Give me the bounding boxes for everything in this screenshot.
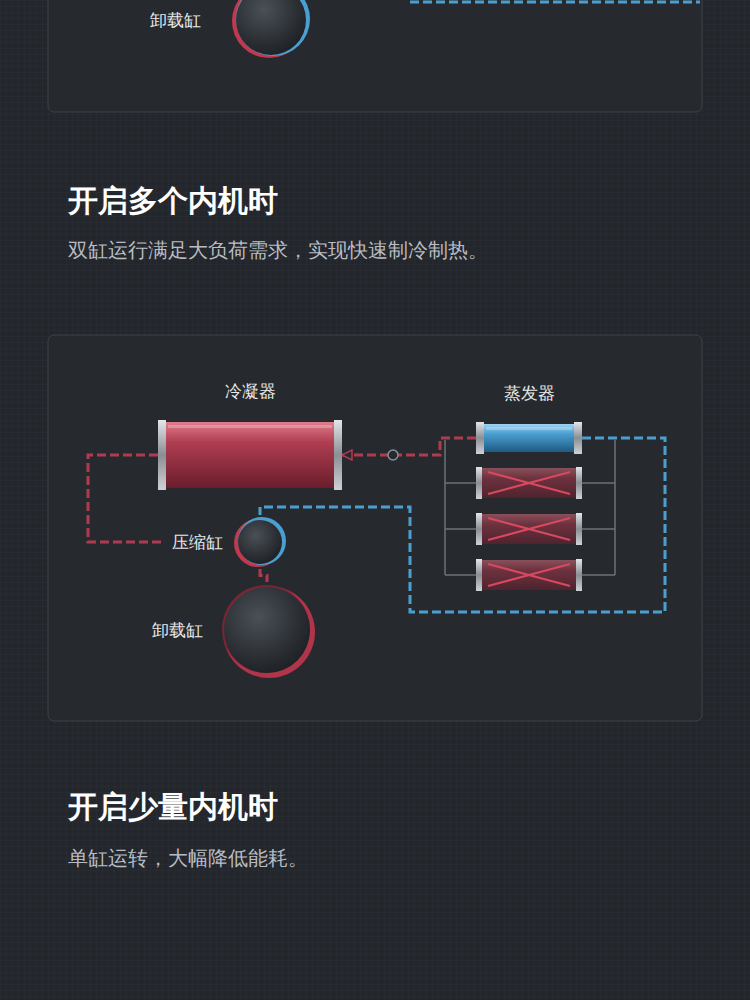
refrigerant-pipe bbox=[342, 438, 476, 455]
cylinder-circle bbox=[233, 515, 287, 569]
manifold bbox=[445, 440, 615, 575]
cylinder-shape bbox=[158, 420, 342, 490]
evaporator: 蒸发器 bbox=[476, 382, 582, 454]
cylinder-circle bbox=[231, 0, 311, 60]
section-note: 双缸运行满足大负荷需求，实现快速制冷制热。 bbox=[68, 237, 488, 263]
part-name: 卸载缸 bbox=[150, 9, 201, 31]
section-heading: 开启多个内机时 bbox=[68, 183, 278, 219]
unloader-cylinder: 卸载缸 bbox=[152, 582, 315, 678]
cylinder-shape bbox=[476, 422, 582, 454]
section-heading: 开启少量内机时 bbox=[68, 789, 278, 825]
pipe bbox=[410, 1, 700, 4]
part-name: 压缩缸 bbox=[172, 531, 223, 553]
condenser: 冷凝器 bbox=[158, 380, 342, 490]
inactive-coils bbox=[476, 467, 582, 591]
compression-cylinder: 压缩缸 bbox=[164, 515, 287, 569]
panel bbox=[48, 0, 702, 112]
unloader-cylinder: 卸载缸 bbox=[150, 0, 311, 60]
panel bbox=[48, 335, 702, 721]
section-note: 单缸运转，大幅降低能耗。 bbox=[68, 845, 308, 871]
expansion-valve bbox=[388, 450, 398, 460]
part-name: 冷凝器 bbox=[225, 380, 276, 402]
cylinder-circle bbox=[219, 582, 315, 678]
part-name: 蒸发器 bbox=[504, 382, 555, 404]
part-name: 卸载缸 bbox=[152, 619, 203, 641]
refrigerant-pipe bbox=[260, 569, 267, 582]
refrigerant-pipe bbox=[88, 455, 164, 542]
